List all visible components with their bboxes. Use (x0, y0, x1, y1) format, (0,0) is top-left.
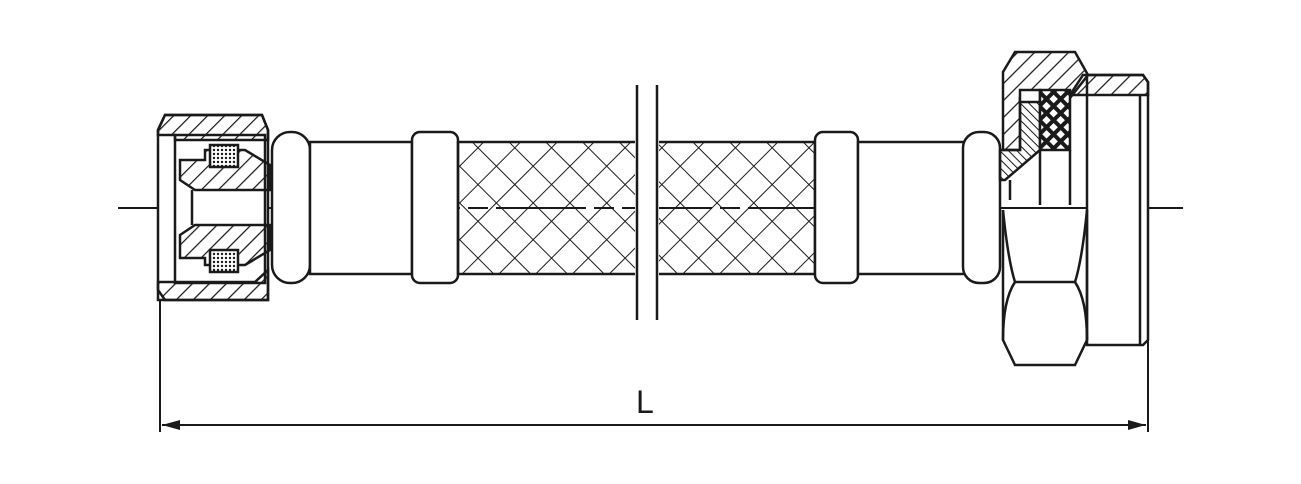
seal-mesh (1038, 88, 1072, 152)
seal-top (208, 143, 240, 169)
left-sleeve (410, 130, 460, 285)
right-tube (856, 140, 967, 276)
right-sleeve (813, 130, 860, 285)
right-nut (998, 50, 1150, 432)
left-nut (156, 113, 272, 432)
left-ferrule-bulge (270, 130, 312, 285)
dimension-label: L (636, 384, 654, 420)
right-ferrule-bulge (961, 130, 1002, 285)
left-tube (308, 140, 414, 276)
seal-bottom (208, 248, 240, 274)
dimension-line (162, 420, 1146, 430)
